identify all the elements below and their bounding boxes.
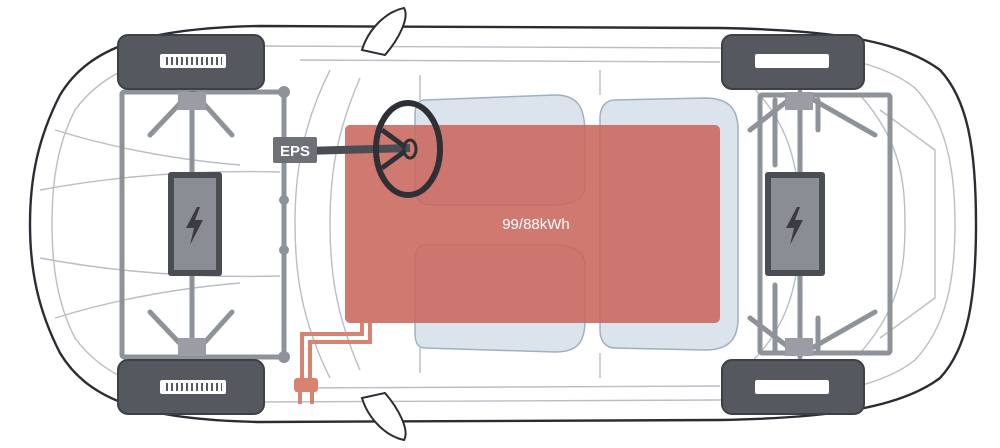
lightning-bolt-icon	[786, 207, 803, 245]
charging-line	[300, 322, 372, 378]
wheel-rear-right	[721, 338, 865, 415]
lightning-bolt-icon	[186, 207, 203, 245]
battery-capacity-label: 99/88kWh	[502, 216, 570, 233]
front-motor	[168, 172, 222, 276]
side-mirrors	[360, 6, 407, 442]
rear-motor	[765, 172, 825, 276]
eps-label: EPS	[280, 143, 310, 160]
wheel-front-right	[117, 338, 265, 415]
plug-icon	[294, 378, 318, 404]
wheel-rear-left	[721, 34, 865, 110]
wheel-front-left	[117, 34, 265, 110]
battery-pack	[345, 125, 720, 323]
eps-badge	[273, 137, 317, 163]
steering-wheel-icon	[373, 100, 443, 198]
